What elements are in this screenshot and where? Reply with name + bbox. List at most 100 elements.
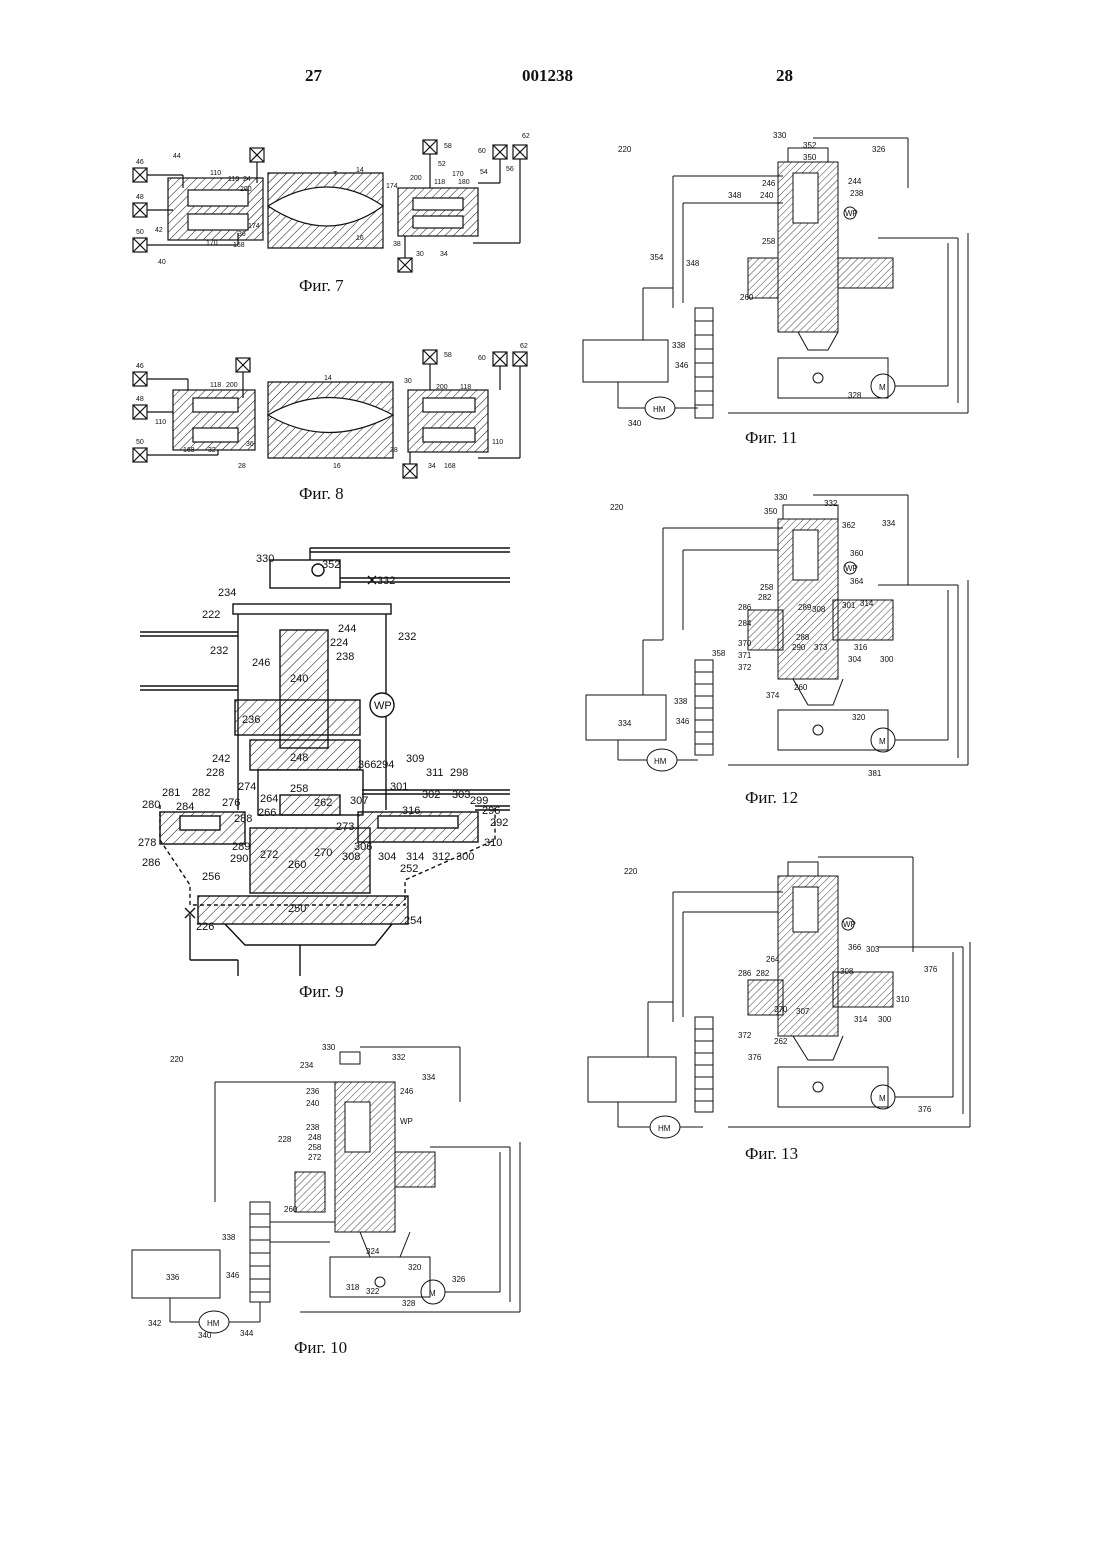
fig9-label: 298 xyxy=(450,767,468,779)
fig9-label: 252 xyxy=(400,863,418,875)
figure-9-drawing: 330 352 332 234 222 232 244 224 238 246 … xyxy=(130,540,520,980)
fig12-label: 371 xyxy=(738,651,752,660)
fig9-label: 312 xyxy=(432,851,450,863)
fig9-label: 366 xyxy=(358,759,376,771)
fig9-label: 228 xyxy=(206,767,224,779)
fig8-label: 168 xyxy=(444,463,456,470)
fig9-label: 286 xyxy=(142,857,160,869)
fig8-label: 46 xyxy=(136,363,144,370)
fig9-label: 266 xyxy=(258,807,276,819)
fig10-label: 330 xyxy=(322,1043,336,1052)
fig12-label: 373 xyxy=(814,643,828,652)
fig11-label: 328 xyxy=(848,391,862,400)
fig9-label: 303 xyxy=(452,789,470,801)
fig10-label: 340 xyxy=(198,1331,212,1340)
fig8-label: 38 xyxy=(390,447,398,454)
fig9-label: 222 xyxy=(202,609,220,621)
fig9-label: 236 xyxy=(242,714,260,726)
fig8-label: 58 xyxy=(444,352,452,359)
fig7-label: 34 xyxy=(440,251,448,258)
fig7-label: 168 xyxy=(233,242,245,249)
figure-7-caption: Фиг. 7 xyxy=(299,276,344,296)
fig9-label: 292 xyxy=(490,817,508,829)
fig13-label: 366 xyxy=(848,943,862,952)
fig12-label: 284 xyxy=(738,619,752,628)
fig12-label: 358 xyxy=(712,649,726,658)
fig12-label: 364 xyxy=(850,577,864,586)
fig11-label: 348 xyxy=(728,191,742,200)
fig8-label: 62 xyxy=(520,343,528,350)
fig7-label: 50 xyxy=(136,229,144,236)
fig9-label: 302 xyxy=(422,789,440,801)
fig12-label: 370 xyxy=(738,639,752,648)
fig7-label: 24 xyxy=(243,176,251,183)
fig7-label: 36 xyxy=(238,231,246,238)
figure-12-caption: Фиг. 12 xyxy=(745,788,798,808)
figure-9-caption: Фиг. 9 xyxy=(299,982,344,1002)
fig13-label: 376 xyxy=(924,965,938,974)
fig9-label: 290 xyxy=(230,853,248,865)
fig12-label: 288 xyxy=(796,633,810,642)
fig8-label: 34 xyxy=(428,463,436,470)
fig9-label: 226 xyxy=(196,921,214,933)
fig12-label: HM xyxy=(654,757,667,766)
fig10-label: 346 xyxy=(226,1271,240,1280)
fig13-label: M xyxy=(879,1094,886,1103)
fig7-label: 174 xyxy=(386,183,398,190)
fig11-label: 354 xyxy=(650,253,664,262)
fig7-label: 40 xyxy=(158,259,166,266)
fig9-label: 352 xyxy=(322,559,340,571)
fig12-label: 332 xyxy=(824,499,838,508)
fig9-label: 307 xyxy=(350,795,368,807)
fig7-label: 200 xyxy=(240,186,252,193)
fig11-label: 246 xyxy=(762,179,776,188)
figure-11-caption: Фиг. 11 xyxy=(745,428,797,448)
fig9-label: 281 xyxy=(162,787,180,799)
document-number: 001238 xyxy=(522,66,573,86)
fig10-label: 338 xyxy=(222,1233,236,1242)
fig9-label: 310 xyxy=(484,837,502,849)
fig13-label: HM xyxy=(658,1124,671,1133)
fig11-label: 220 xyxy=(618,145,632,154)
fig9-label: 288 xyxy=(234,813,252,825)
fig9-label: 244 xyxy=(338,623,356,635)
fig9-label: 289 xyxy=(232,841,250,853)
fig10-label: 328 xyxy=(402,1299,416,1308)
fig9-label: 282 xyxy=(192,787,210,799)
fig9-label: 238 xyxy=(336,651,354,663)
fig11-label: 352 xyxy=(803,141,817,150)
fig10-label: 342 xyxy=(148,1319,162,1328)
fig8-label: 30 xyxy=(404,378,412,385)
fig11-label: 348 xyxy=(686,259,700,268)
fig10-label: 326 xyxy=(452,1275,466,1284)
fig7-label: 118 xyxy=(228,176,239,183)
fig10-label: 320 xyxy=(408,1263,422,1272)
fig9-label: 254 xyxy=(404,915,422,927)
fig11-label: 238 xyxy=(850,189,864,198)
fig11-label: 338 xyxy=(672,341,686,350)
fig7-label: 110 xyxy=(210,170,221,177)
fig8-label: 118 xyxy=(210,382,221,389)
fig10-label: 334 xyxy=(422,1073,436,1082)
fig10-label: 246 xyxy=(400,1087,414,1096)
fig12-label: 350 xyxy=(764,507,778,516)
fig11-label: WP xyxy=(845,209,858,218)
fig9-label: 270 xyxy=(314,847,332,859)
fig11-label: 340 xyxy=(628,419,642,428)
fig9-label: 224 xyxy=(330,637,348,649)
fig9-label: 294 xyxy=(376,759,394,771)
fig8-label: 118 xyxy=(460,384,471,391)
fig13-label: 270 xyxy=(774,1005,788,1014)
fig7-label: 56 xyxy=(506,166,514,173)
fig7-label: 62 xyxy=(522,133,530,140)
fig12-label: M xyxy=(879,737,886,746)
fig12-label: 374 xyxy=(766,691,780,700)
fig12-label: 308 xyxy=(812,605,826,614)
figure-10-caption: Фиг. 10 xyxy=(294,1338,347,1358)
figure-10-drawing: 220 330 332 234 334 236 246 240 238 WP 2… xyxy=(130,1042,530,1342)
figure-8-caption: Фиг. 8 xyxy=(299,484,344,504)
fig9-label: 234 xyxy=(218,587,236,599)
fig9-label: 232 xyxy=(398,631,416,643)
fig7-label: 38 xyxy=(393,241,401,248)
fig10-label: M xyxy=(429,1289,436,1298)
